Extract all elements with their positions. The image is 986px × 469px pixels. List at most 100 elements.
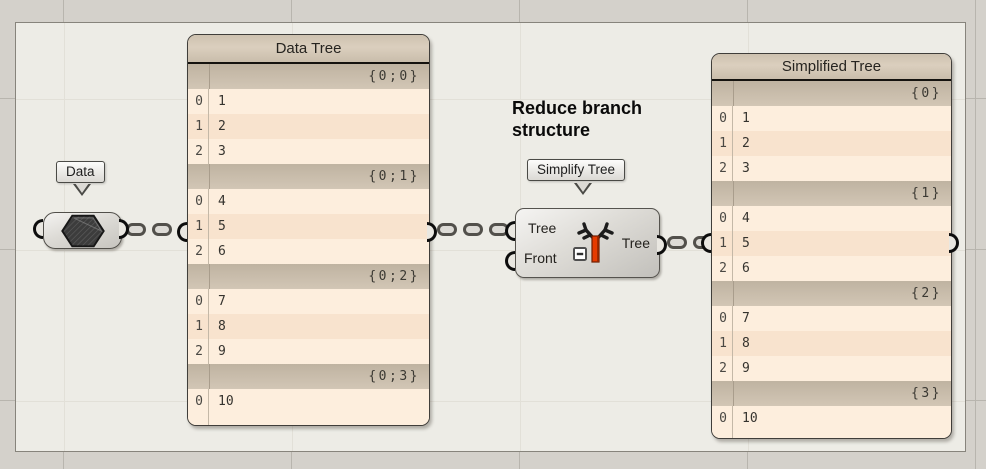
data-input-grip[interactable] xyxy=(33,219,43,239)
item-index: 0 xyxy=(712,406,733,431)
item-index: 1 xyxy=(712,231,733,256)
branch-path-row: {0;0} xyxy=(188,64,429,89)
simplified-panel-output-grip[interactable] xyxy=(949,233,959,253)
item-value: 6 xyxy=(742,261,750,276)
simplify-tooltip-label: Simplify Tree xyxy=(537,162,616,177)
branch-path-label: {3} xyxy=(911,386,942,401)
item-index: 1 xyxy=(712,131,733,156)
simplify-tree-icon xyxy=(573,222,614,263)
data-tree-panel-input-grip[interactable] xyxy=(177,222,187,242)
grid-line xyxy=(16,99,965,100)
item-value: 1 xyxy=(218,94,226,109)
tooltip-pointer xyxy=(73,183,91,196)
item-index: 1 xyxy=(712,331,733,356)
branch-path-row: {0;2} xyxy=(188,264,429,289)
input-port-front[interactable]: Front xyxy=(524,250,557,266)
branch-path-label: {0;0} xyxy=(368,69,420,84)
branch-path-label: {0;2} xyxy=(368,269,420,284)
simplify-tooltip: Simplify Tree xyxy=(527,159,626,181)
data-output-grip[interactable] xyxy=(119,219,129,239)
panel-title: Simplified Tree xyxy=(781,58,882,75)
simplify-input-tree-grip[interactable] xyxy=(505,221,515,241)
data-parameter-component[interactable] xyxy=(43,212,122,249)
item-value: 2 xyxy=(218,119,226,134)
item-value: 8 xyxy=(218,319,226,334)
item-value: 9 xyxy=(218,344,226,359)
item-index: 2 xyxy=(188,239,209,264)
branch-path-row: {0} xyxy=(712,81,951,106)
branch-path-row: {0;3} xyxy=(188,364,429,389)
item-value: 4 xyxy=(742,211,750,226)
item-index: 1 xyxy=(188,314,209,339)
item-index: 2 xyxy=(712,256,733,281)
simplify-tree-component[interactable]: Tree Front Tree xyxy=(515,208,660,278)
branch-path-label: {2} xyxy=(911,286,942,301)
item-value: 3 xyxy=(742,161,750,176)
item-index: 2 xyxy=(188,139,209,164)
grid-line xyxy=(16,401,965,402)
panel-title: Data Tree xyxy=(275,40,342,57)
panel-filler xyxy=(188,414,429,425)
wire-panel-to-simplify[interactable] xyxy=(437,223,509,236)
item-index: 2 xyxy=(712,356,733,381)
item-value: 10 xyxy=(218,394,234,409)
wire-dash xyxy=(667,236,687,249)
panel-title-bar[interactable]: Data Tree xyxy=(188,35,429,64)
item-value: 7 xyxy=(742,311,750,326)
branch-path-label: {0;3} xyxy=(368,369,420,384)
item-value: 5 xyxy=(218,219,226,234)
annotation-line2: structure xyxy=(512,119,591,140)
output-port-tree[interactable]: Tree xyxy=(621,235,650,251)
wire-dash xyxy=(152,223,172,236)
wire-dash xyxy=(126,223,146,236)
item-index: 0 xyxy=(188,289,209,314)
branch-path-row: {3} xyxy=(712,381,951,406)
simplify-input-front-grip[interactable] xyxy=(505,251,515,271)
branch-path-label: {0;1} xyxy=(368,169,420,184)
item-value: 7 xyxy=(218,294,226,309)
input-port-tree[interactable]: Tree xyxy=(528,220,557,236)
simplify-output-grip[interactable] xyxy=(657,235,667,255)
simplified-panel-input-grip[interactable] xyxy=(701,233,711,253)
data-param-tooltip: Data xyxy=(56,161,105,183)
item-index: 2 xyxy=(188,339,209,364)
branch-path-row: {0;1} xyxy=(188,164,429,189)
panel-title-bar[interactable]: Simplified Tree xyxy=(712,54,951,81)
item-value: 6 xyxy=(218,244,226,259)
data-param-tooltip-label: Data xyxy=(66,164,95,179)
branch-path-label: {0} xyxy=(911,86,942,101)
item-value: 5 xyxy=(742,236,750,251)
item-value: 8 xyxy=(742,336,750,351)
item-index: 1 xyxy=(188,114,209,139)
data-tree-panel-output-grip[interactable] xyxy=(427,222,437,242)
panel-filler xyxy=(712,431,951,438)
item-index: 1 xyxy=(188,214,209,239)
annotation-scribble[interactable]: Reduce branch structure xyxy=(512,98,692,141)
item-value: 9 xyxy=(742,361,750,376)
hexagon-data-icon xyxy=(60,214,105,247)
item-value: 1 xyxy=(742,111,750,126)
item-index: 0 xyxy=(712,106,733,131)
